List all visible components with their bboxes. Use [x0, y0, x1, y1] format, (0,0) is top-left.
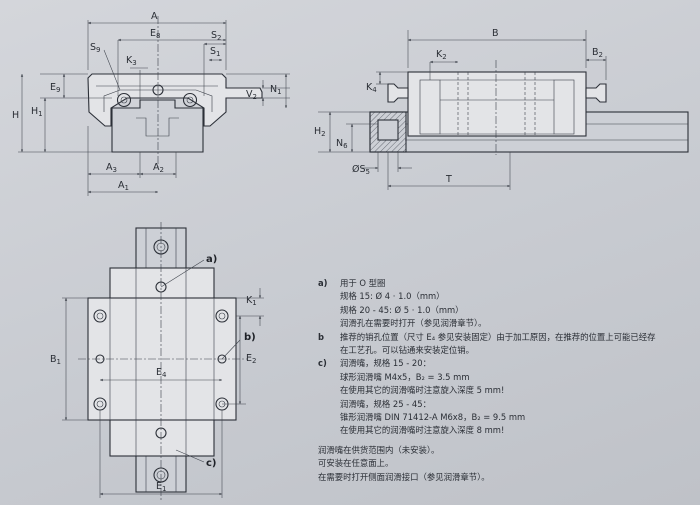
label-A3: A3: [106, 162, 117, 174]
label-H1: H1: [31, 106, 43, 118]
label-N6: N6: [336, 138, 348, 150]
lube-port: [152, 84, 164, 96]
label-A1: A1: [118, 180, 129, 192]
note-a-line1: 用于 O 型圈: [340, 278, 386, 288]
label-T: T: [445, 174, 452, 185]
footer-line1: 润滑嘴在供货范围内（未安装）。: [318, 444, 440, 455]
grease-nipple-right: [585, 83, 607, 103]
note-c-line3: 在使用其它的润滑嘴时注意旋入深度 5 mm!: [340, 385, 505, 396]
rail-profile: [111, 99, 204, 153]
note-c-line2: 球形润滑嘴 M4x5，B₂ = 3.5 mm: [340, 371, 470, 382]
label-K4: K4: [366, 82, 377, 94]
top-view: B1 K1 E2 E4 E1 a) b) c): [50, 222, 264, 500]
grease-nipple-left: [387, 83, 409, 103]
label-S2: S2: [211, 30, 222, 42]
label-S1: S1: [210, 46, 221, 58]
label-E8: E8: [150, 28, 160, 40]
note-a-line4: 润滑孔在需要时打开（参见润滑章节）。: [340, 318, 487, 329]
label-H: H: [12, 110, 19, 121]
note-b-key: b: [318, 331, 324, 342]
side-carriage: [407, 71, 587, 137]
front-view: A E8 S2 S1 S9 K3 E9 H H1 V2 N1 A3: [12, 11, 290, 196]
lube-hole: [155, 281, 167, 293]
label-A2: A2: [153, 162, 164, 174]
label-H2: H2: [314, 126, 326, 138]
label-S9: S9: [90, 42, 101, 54]
label-B1: B1: [50, 354, 61, 366]
note-c-line6: 在使用其它的润滑嘴时注意旋入深度 8 mm!: [340, 425, 505, 436]
note-b-line1: 推荐的销孔位置（尺寸 E₄ 参见安装固定）由于加工原因，在推荐的位置上可能已经存: [340, 331, 656, 342]
callout-a: a): [206, 254, 217, 265]
label-B2: B2: [592, 47, 603, 59]
label-V2: V2: [246, 89, 257, 101]
carriage-body: [87, 73, 263, 127]
pin-hole-left: [95, 354, 105, 364]
label-N1: N1: [270, 84, 282, 96]
note-c-line4: 润滑嘴，规格 25 - 45：: [340, 398, 431, 409]
label-K3: K3: [126, 55, 137, 67]
label-A: A: [151, 11, 158, 22]
screw-left: [116, 92, 132, 108]
label-B: B: [492, 28, 499, 39]
note-a-key: a): [318, 278, 328, 288]
callout-b: b): [244, 332, 256, 343]
note-b-line2: 在工艺孔。可以钻通来安装定位销。: [340, 345, 474, 356]
label-K1: K1: [246, 295, 257, 307]
screw-right: [182, 92, 198, 108]
label-S5: ØS5: [352, 164, 370, 176]
side-view: B K2 B2 K4 H2 N6 ØS5 T: [314, 28, 689, 190]
label-E1: E1: [156, 481, 166, 493]
label-E4: E4: [156, 367, 167, 379]
notes-block: a) 用于 O 型圈 规格 15: Ø 4 · 1.0（mm） 规格 20 - 4…: [318, 277, 694, 484]
footer-line2: 可安装在任意面上。: [318, 458, 394, 469]
footer-line3: 在需要时打开侧面润滑接口（参见润滑章节）。: [318, 471, 490, 482]
note-c-line1: 润滑嘴，规格 15 - 20：: [340, 358, 431, 369]
callout-c: c): [206, 458, 217, 469]
pin-hole-right: [217, 354, 227, 364]
note-c-line5: 锥形润滑嘴 DIN 71412-A M6x8，B₂ = 9.5 mm: [340, 412, 526, 423]
note-c-key: c): [318, 358, 327, 369]
label-E2: E2: [246, 353, 256, 365]
rail-groove: [136, 117, 179, 137]
label-K2: K2: [436, 49, 447, 61]
note-a-line2: 规格 15: Ø 4 · 1.0（mm）: [340, 291, 445, 302]
note-a-line3: 规格 20 - 45: Ø 5 · 1.0（mm）: [340, 304, 464, 315]
label-E9: E9: [50, 82, 60, 94]
